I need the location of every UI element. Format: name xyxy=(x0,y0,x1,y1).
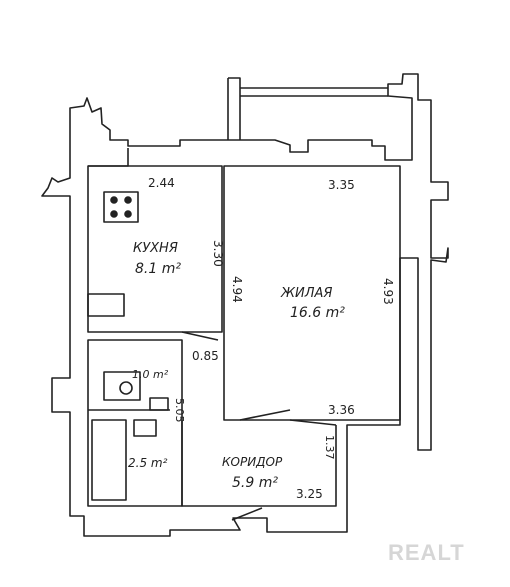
kitchen-door-leaf xyxy=(181,331,219,341)
dim-corridor-width: 3.25 xyxy=(296,487,323,501)
dim-living-width-bottom: 3.36 xyxy=(328,403,355,417)
burner-4 xyxy=(124,210,132,218)
kitchen-counter xyxy=(87,293,125,317)
burner-2 xyxy=(124,196,132,204)
dim-passage-width: 0.85 xyxy=(192,349,219,363)
corridor-divider xyxy=(289,419,337,426)
balcony-left xyxy=(228,77,241,140)
dimension-labels: 2.44 3.30 4.94 3.35 3.36 4.93 0.85 5.05 … xyxy=(148,176,395,501)
walls xyxy=(41,73,449,537)
watermark: REALT xyxy=(388,540,465,565)
kitchen-area: 8.1 m² xyxy=(135,261,181,277)
stove xyxy=(103,191,139,223)
dim-corridor-side: 1.37 xyxy=(323,435,336,460)
dim-kitchen-length: 3.30 xyxy=(211,240,225,267)
toilet-area: 1.0 m² xyxy=(132,368,169,381)
room-labels: КУХНЯ 8.1 m² ЖИЛАЯ 16.6 m² КОРИДОР 5.9 m… xyxy=(128,241,345,491)
dim-kitchen-left-wall: 4.94 xyxy=(230,276,244,303)
dim-living-width-top: 3.35 xyxy=(328,178,355,192)
living-name: ЖИЛАЯ xyxy=(280,286,332,301)
outer-wall-inner xyxy=(88,148,129,167)
toilet-fixture xyxy=(103,371,141,401)
dim-living-length: 4.93 xyxy=(381,278,395,305)
kitchen-outline xyxy=(87,165,223,333)
bath-block-outline xyxy=(87,339,183,507)
kitchen-name: КУХНЯ xyxy=(133,241,178,256)
living-outline xyxy=(223,165,401,421)
toilet-bowl xyxy=(119,381,133,395)
living-door-leaf xyxy=(239,409,291,421)
bathtub-fixture xyxy=(91,419,127,501)
sink-fixture xyxy=(149,397,169,411)
corridor-area: 5.9 m² xyxy=(232,475,278,491)
burner-1 xyxy=(110,196,118,204)
burner-3 xyxy=(110,210,118,218)
corridor-outline xyxy=(181,420,337,507)
dim-bath-block-length: 5.05 xyxy=(173,398,186,423)
dim-kitchen-width: 2.44 xyxy=(148,176,175,190)
living-area: 16.6 m² xyxy=(290,305,345,321)
bath-area: 2.5 m² xyxy=(128,456,168,470)
entry-door-leaf xyxy=(231,507,263,521)
outer-wall-left xyxy=(41,73,449,537)
bath-sink xyxy=(133,419,157,437)
corridor-name: КОРИДОР xyxy=(222,455,283,469)
